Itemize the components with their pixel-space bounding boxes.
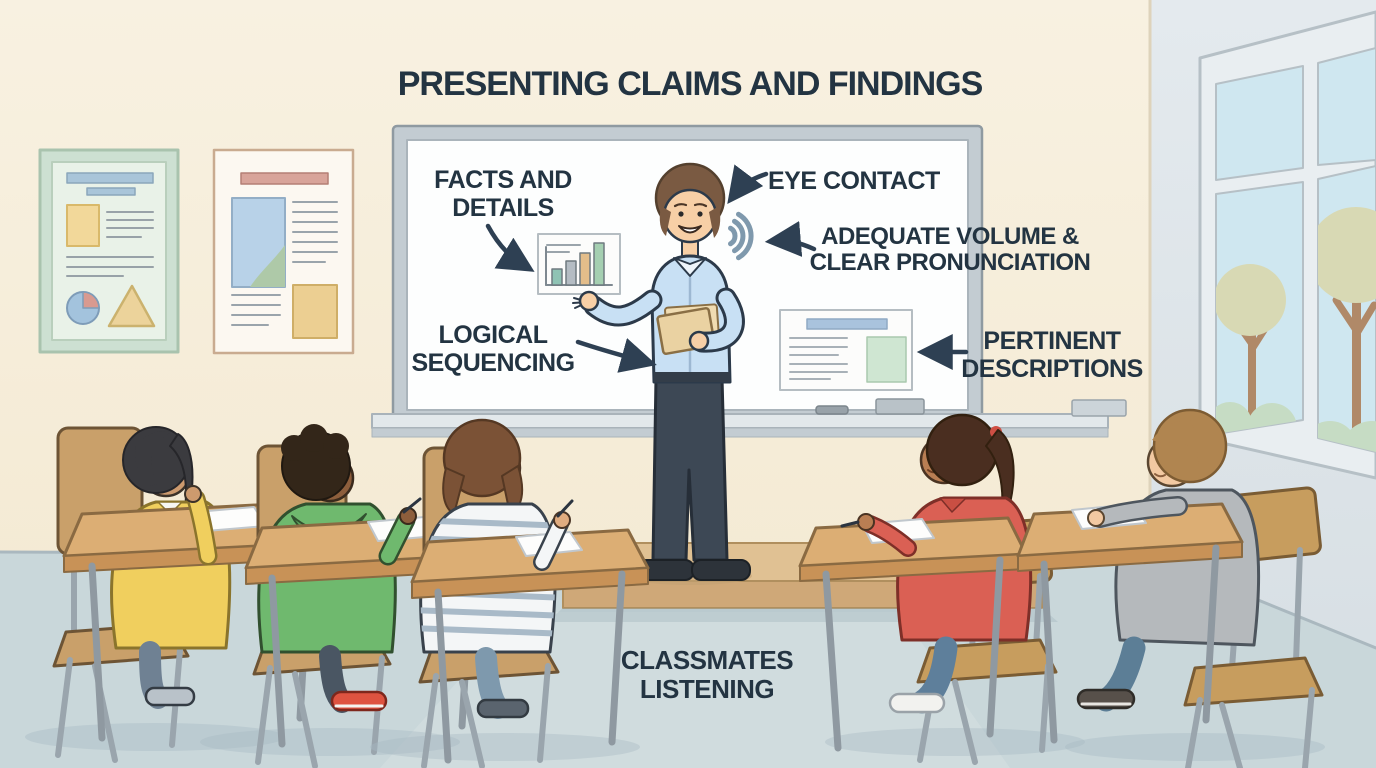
callout-classmates-listening: CLASSMATES LISTENING [620, 645, 794, 704]
sound-waves-icon [728, 211, 754, 261]
arrow-eye-contact [727, 164, 769, 204]
arrow-facts [485, 223, 535, 272]
student-gray [1016, 408, 1325, 768]
student-red [798, 413, 1085, 765]
callout-arrows [485, 164, 969, 373]
student-striped [370, 418, 650, 768]
marker [815, 405, 849, 415]
document-graphic [779, 309, 913, 391]
callout-eye-contact: EYE CONTACT [768, 167, 940, 195]
callout-pertinent-descriptions: PERTINENT DESCRIPTIONS [961, 327, 1143, 383]
callout-adequate-volume: ADEQUATE VOLUME & CLEAR PRONUNCIATION [809, 223, 1091, 277]
poster-map [212, 148, 355, 355]
presenter-figure [572, 162, 751, 581]
triangle-graphic [107, 284, 156, 328]
arrow-sequencing [575, 338, 657, 373]
page-title: PRESENTING CLAIMS AND FINDINGS [397, 65, 984, 103]
arrow-volume [764, 221, 817, 257]
eraser [1071, 399, 1127, 417]
poster-charts [38, 148, 180, 354]
window [1198, 10, 1376, 480]
callout-facts-and-details: FACTS AND DETAILS [434, 166, 572, 222]
eraser [875, 398, 925, 415]
callout-logical-sequencing: LOGICAL SEQUENCING [411, 321, 575, 377]
bar-chart-graphic [537, 233, 621, 295]
